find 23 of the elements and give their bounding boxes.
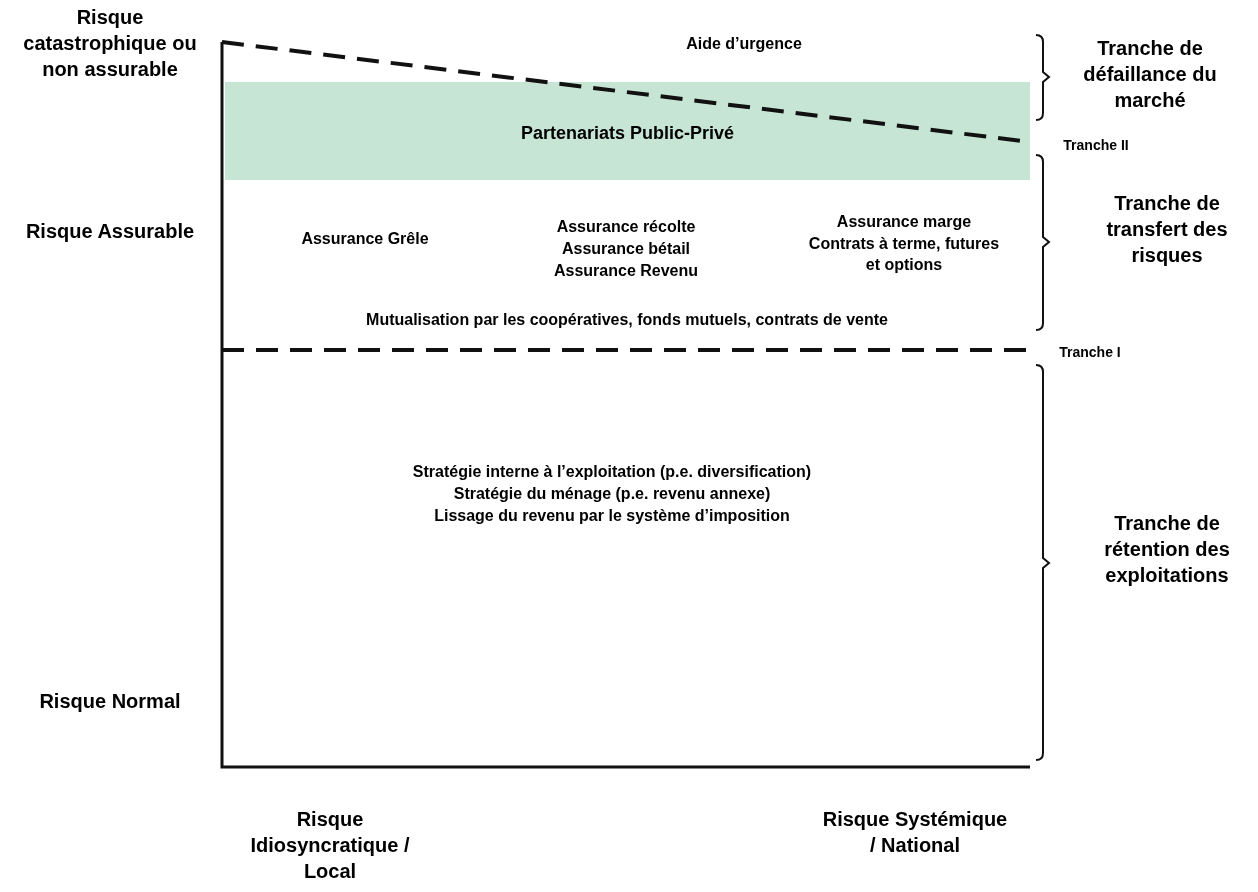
item-text: Assurance récolte (555, 217, 697, 237)
item-text: Assurance Revenu (552, 261, 700, 281)
row-label: Risque catastrophique ou non assurable (22, 5, 198, 82)
partnership-band (225, 82, 1030, 180)
tranche-label: Tranche de transfert des risques (1105, 191, 1229, 268)
tranche-level-label: Tranche I (1058, 343, 1122, 362)
tranche-label: Tranche de défaillance du marché (1082, 36, 1218, 113)
item-text: Stratégie interne à l’exploitation (p.e. diversification) (411, 462, 813, 482)
item-text: Assurance bétail (560, 239, 692, 259)
item-text: Contrats à terme, futures et options (807, 234, 1001, 275)
tranche-label: Tranche de rétention des exploitations (1103, 511, 1231, 588)
band-label: Partenariats Public-Privé (520, 122, 735, 144)
axis-label: Risque Systémique / National (821, 807, 1009, 858)
item-text: Assurance Grêle (300, 229, 430, 249)
row-label: Risque Assurable (24, 219, 196, 244)
item-text: Aide d’urgence (685, 34, 803, 54)
axis-label: Risque Idiosyncratique / Local (249, 807, 411, 884)
item-text: Lissage du revenu par le système d’imposition (433, 506, 791, 526)
row-label: Risque Normal (38, 689, 182, 714)
item-text: Mutualisation par les coopératives, fonds mutuels, contrats de vente (365, 310, 889, 330)
tranche-level-label: Tranche II (1062, 136, 1130, 155)
item-text: Assurance marge (835, 212, 973, 232)
item-text: Stratégie du ménage (p.e. revenu annexe) (452, 484, 772, 504)
